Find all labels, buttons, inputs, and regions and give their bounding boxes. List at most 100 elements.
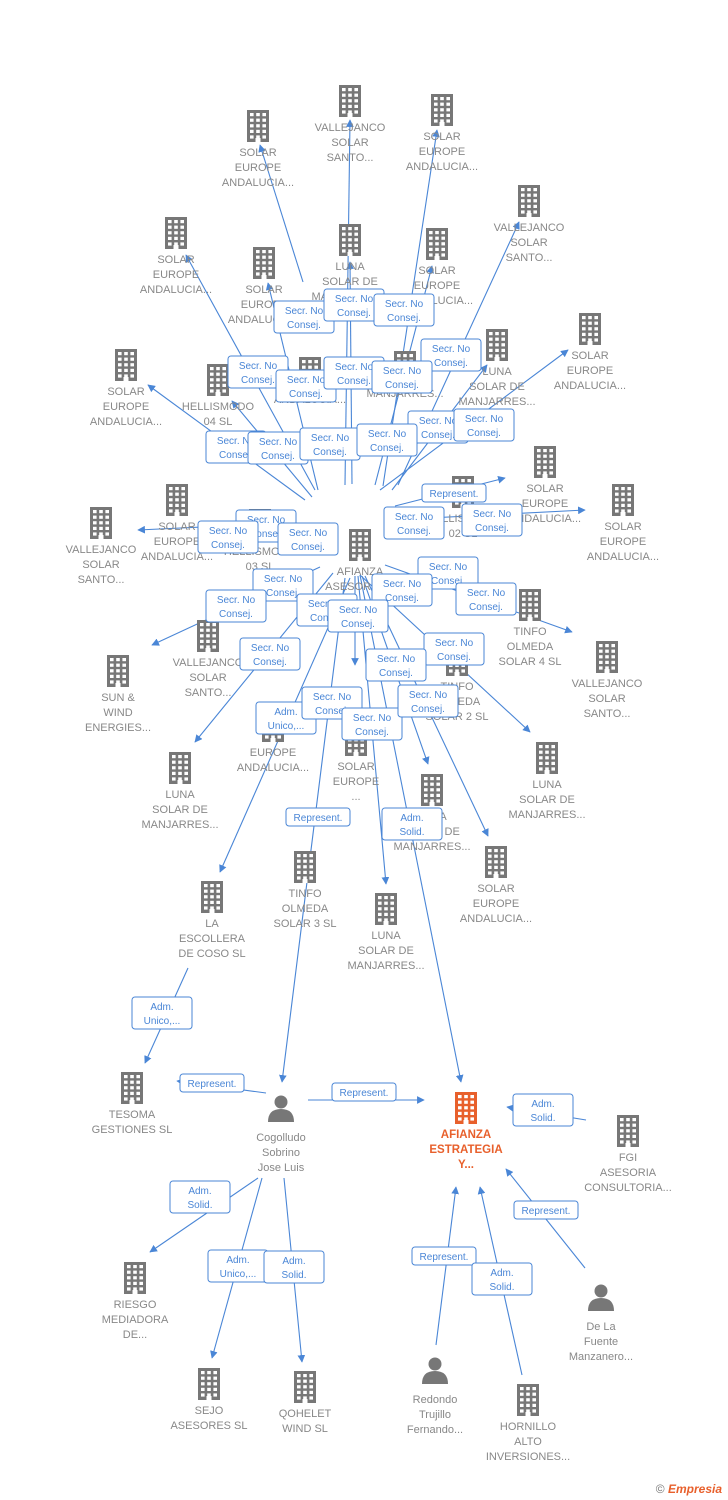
badge-box bbox=[471, 1262, 533, 1296]
company-node[interactable]: VALLEJANCOSOLARSANTO... bbox=[315, 85, 386, 164]
company-node[interactable]: VALLEJANCOSOLARSANTO... bbox=[173, 620, 244, 699]
company-node[interactable]: SOLAREUROPEANDALUCIA... bbox=[90, 349, 162, 428]
person-node[interactable]: RedondoTrujilloFernando... bbox=[407, 1357, 463, 1437]
node-label: SOLAR bbox=[158, 521, 195, 533]
relation-badge[interactable]: Adm.Unico,... bbox=[131, 996, 193, 1030]
person-node[interactable]: De LaFuenteManzanero... bbox=[569, 1284, 633, 1364]
relation-badge[interactable]: Represent. bbox=[411, 1246, 477, 1266]
building-icon bbox=[201, 881, 223, 913]
node-label: DE COSO SL bbox=[178, 948, 245, 960]
badge-label: Secr. No bbox=[287, 375, 326, 386]
node-label: VALLEJANCO bbox=[173, 657, 244, 669]
company-node[interactable]: VALLEJANCOSOLARSANTO... bbox=[66, 507, 137, 586]
company-node[interactable]: SOLAREUROPEANDALUCIA... bbox=[587, 484, 659, 563]
badge-label: Consej. bbox=[437, 652, 471, 663]
relation-badge[interactable]: Adm.Unico,... bbox=[207, 1249, 269, 1283]
badge-label: Secr. No bbox=[217, 436, 256, 447]
company-node[interactable]: SOLAREUROPEANDALUCIA... bbox=[406, 94, 478, 173]
badge-label: Secr. No bbox=[353, 713, 392, 724]
node-label: SANTO... bbox=[78, 574, 125, 586]
building-icon bbox=[197, 620, 219, 652]
relation-badge[interactable]: Secr. No Consej. bbox=[275, 369, 337, 403]
company-node[interactable]: SOLAREUROPEANDALUCIA... bbox=[460, 846, 532, 925]
company-node[interactable]: SUN &WINDENERGIES... bbox=[85, 655, 151, 734]
relation-badge[interactable]: Adm.Solid. bbox=[512, 1093, 574, 1127]
badge-label: Adm. bbox=[226, 1255, 249, 1266]
company-node[interactable]: FGIASESORIACONSULTORIA... bbox=[584, 1115, 672, 1194]
relation-badge[interactable]: Represent. bbox=[331, 1082, 397, 1102]
relation-badge[interactable]: Represent. bbox=[285, 807, 351, 827]
relation-badge[interactable]: Represent. bbox=[421, 483, 487, 503]
company-node[interactable]: HELLISMODO 04 SL bbox=[182, 364, 255, 428]
company-node[interactable]: SOLAREUROPEANDALUCIA... bbox=[140, 217, 212, 296]
company-node[interactable]: SOLAREUROPEANDALUCIA... bbox=[509, 446, 581, 525]
node-label: GESTIONES SL bbox=[92, 1124, 173, 1136]
relation-badge[interactable]: Represent. bbox=[513, 1200, 579, 1220]
node-label: HELLISMODO bbox=[182, 401, 255, 413]
node-label: CONSULTORIA... bbox=[584, 1182, 672, 1194]
badge-box bbox=[453, 408, 515, 442]
node-label: De La bbox=[586, 1321, 616, 1333]
node-label: Sobrino bbox=[262, 1147, 300, 1159]
node-label: 04 SL bbox=[204, 416, 233, 428]
relation-badge[interactable]: Adm.Solid. bbox=[169, 1180, 231, 1214]
badge-label: Adm. bbox=[188, 1186, 211, 1197]
company-node[interactable]: VALLEJANCOSOLARSANTO... bbox=[494, 185, 565, 264]
node-label: SANTO... bbox=[506, 252, 553, 264]
relation-badge[interactable]: Represent. bbox=[179, 1073, 245, 1093]
company-node[interactable]: SOLAREUROPEANDALUCIA... bbox=[141, 484, 213, 563]
node-label: SOLAR bbox=[189, 672, 226, 684]
company-node[interactable]: HORNILLOALTOINVERSIONES... bbox=[486, 1384, 570, 1463]
badge-label: Consej. bbox=[289, 389, 323, 400]
relation-badge[interactable]: Adm.Solid. bbox=[471, 1262, 533, 1296]
badge-label: Consej. bbox=[385, 593, 419, 604]
badge-box bbox=[411, 1246, 477, 1266]
node-label: EUROPE bbox=[473, 898, 519, 910]
main-company-node[interactable]: AFIANZAESTRATEGIAY... bbox=[429, 1092, 503, 1171]
company-node[interactable]: SOLAREUROPEANDALUCIA... bbox=[222, 110, 294, 189]
company-node[interactable]: VALLEJANCOSOLARSANTO... bbox=[572, 641, 643, 720]
company-node[interactable]: SOLAREUROPEANDALUCIA... bbox=[554, 313, 626, 392]
company-node[interactable]: RIESGOMEDIADORADE... bbox=[102, 1262, 169, 1341]
relation-badge[interactable]: Adm.Solid. bbox=[381, 807, 443, 841]
relation-badge[interactable]: Adm.Solid. bbox=[263, 1250, 325, 1284]
footer-brand[interactable]: © Empresia bbox=[656, 1482, 722, 1496]
node-label: SUN & bbox=[101, 692, 135, 704]
